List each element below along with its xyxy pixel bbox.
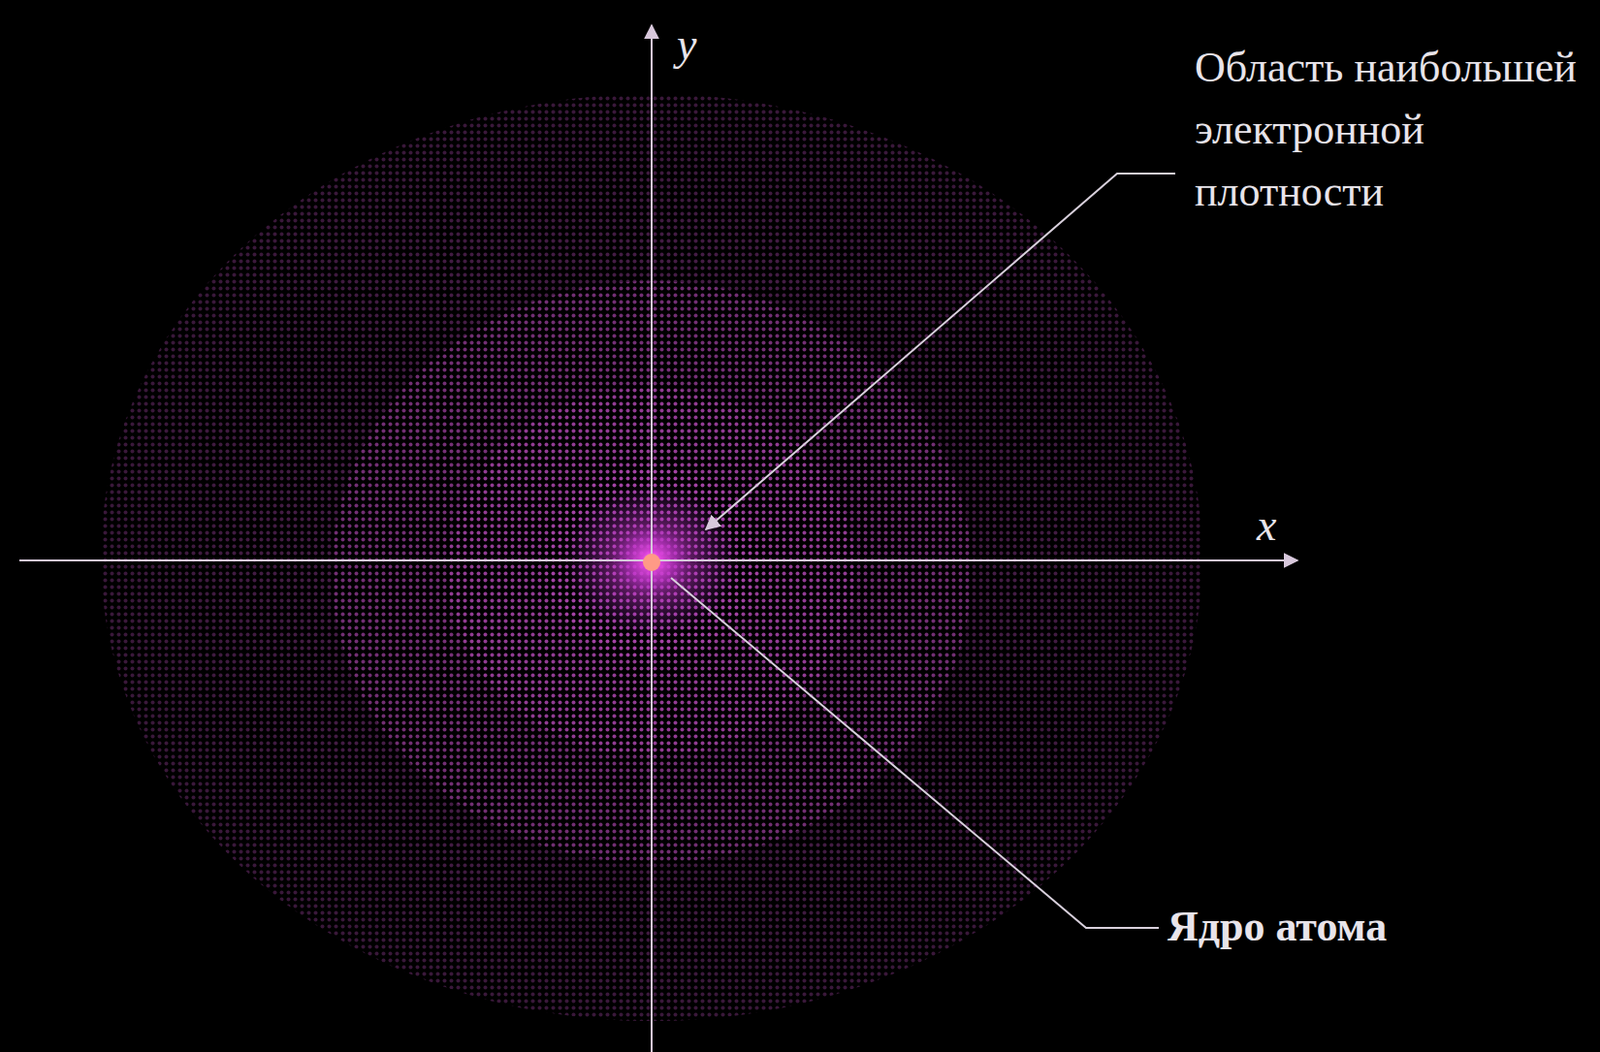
axis-label: x (1256, 498, 1277, 552)
leader-lines (671, 173, 1176, 928)
callout-label: Ядро атома (1167, 901, 1387, 954)
axis-label: y (676, 17, 697, 71)
callout-label: Область наибольшей электронной плотности (1194, 36, 1588, 223)
nucleus (642, 553, 661, 572)
axes (19, 25, 1298, 1052)
